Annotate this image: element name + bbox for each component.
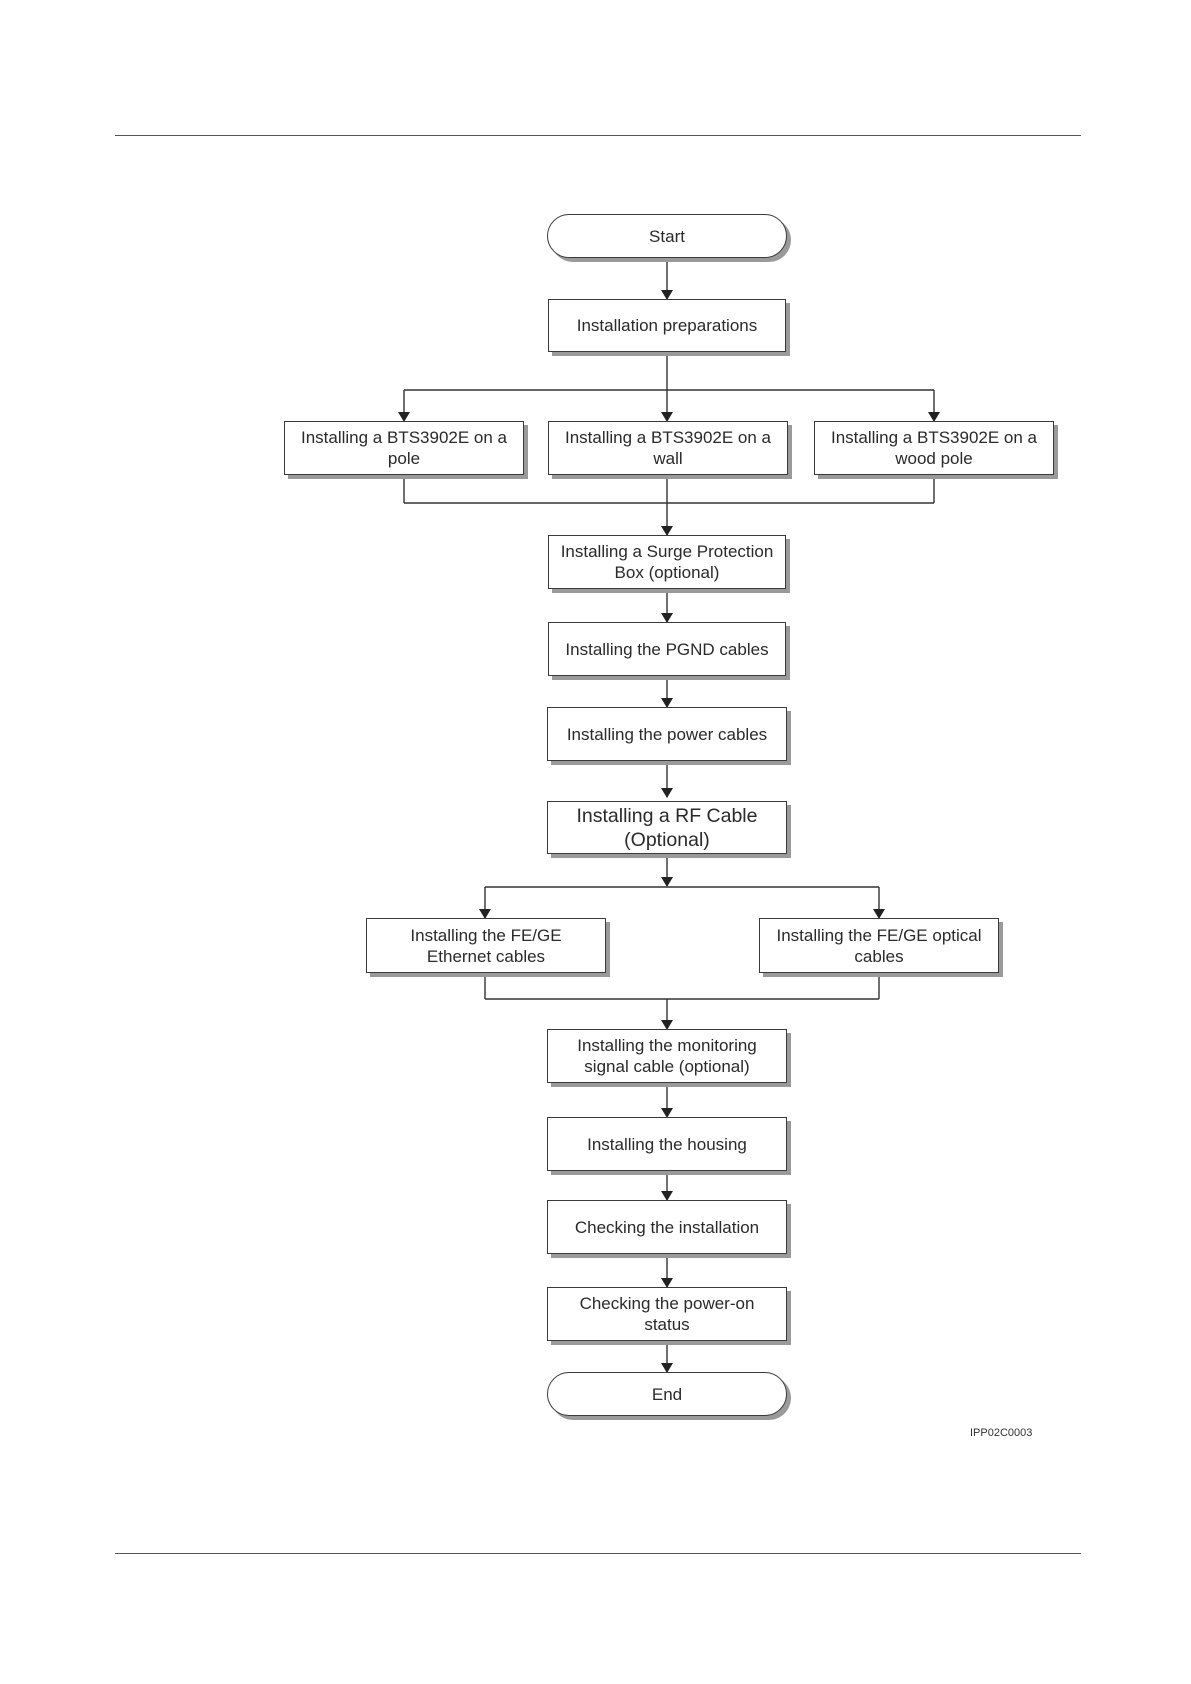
step-label: Installing the PGND cables: [565, 639, 769, 659]
step-rf-cable: Installing a RF Cable (Optional): [547, 801, 787, 854]
end-terminal: End: [547, 1372, 787, 1416]
step-installation-preparations: Installation preparations: [548, 299, 786, 352]
step-check-installation: Checking the installation: [547, 1200, 787, 1254]
step-pgnd-cables: Installing the PGND cables: [548, 622, 786, 676]
step-label: Checking the power-on status: [579, 1294, 755, 1334]
step-label: Installing the power cables: [566, 724, 768, 744]
step-install-on-wood-pole: Installing a BTS3902E on a wood pole: [814, 421, 1054, 475]
step-label: Installing a BTS3902E on a wall: [564, 428, 772, 468]
step-label: Installing the FE/GE Ethernet cables: [410, 925, 562, 966]
step-label: Installing a BTS3902E on a pole: [300, 428, 508, 468]
figure-id: IPP02C0003: [970, 1427, 1033, 1439]
step-install-on-pole: Installing a BTS3902E on a pole: [284, 421, 524, 475]
start-label: Start: [649, 226, 685, 246]
step-label: Checking the installation: [574, 1217, 760, 1237]
step-label: Installing the housing: [587, 1134, 747, 1154]
step-label: Installing a RF Cable (Optional): [576, 804, 758, 851]
step-fe-ge-optical-cables: Installing the FE/GE optical cables: [759, 918, 999, 973]
footer-rule: [115, 1553, 1081, 1554]
step-label: Installing a Surge Protection Box (optio…: [560, 542, 774, 582]
step-power-cables: Installing the power cables: [547, 707, 787, 761]
step-label: Installing the monitoring signal cable (…: [577, 1036, 757, 1076]
step-install-housing: Installing the housing: [547, 1117, 787, 1171]
step-check-power-on-status: Checking the power-on status: [547, 1287, 787, 1341]
step-surge-protection-box: Installing a Surge Protection Box (optio…: [548, 535, 786, 589]
end-label: End: [651, 1384, 683, 1404]
header-rule: [115, 135, 1081, 136]
step-fe-ge-ethernet-cables: Installing the FE/GE Ethernet cables: [366, 918, 606, 973]
step-label: Installing the FE/GE optical cables: [776, 925, 982, 966]
step-label: Installing a BTS3902E on a wood pole: [830, 428, 1038, 468]
start-terminal: Start: [547, 214, 787, 258]
step-install-on-wall: Installing a BTS3902E on a wall: [548, 421, 788, 475]
step-label: Installation preparations: [576, 316, 758, 335]
step-monitoring-signal-cable: Installing the monitoring signal cable (…: [547, 1029, 787, 1083]
